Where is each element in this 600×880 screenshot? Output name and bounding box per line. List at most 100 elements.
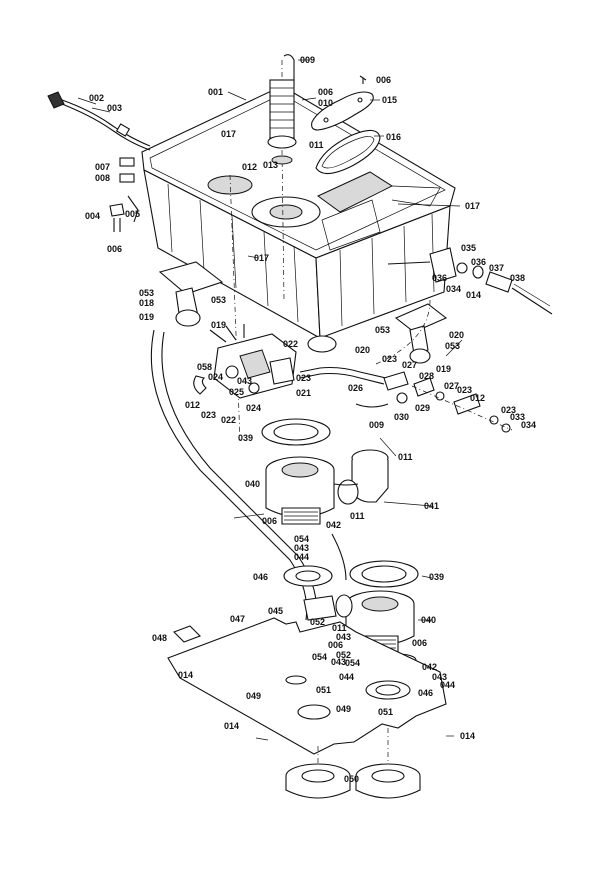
- label-014-right: 014: [466, 290, 481, 300]
- label-050: 050: [344, 774, 359, 784]
- side-fittings: [109, 157, 139, 232]
- power-cord: [47, 91, 151, 151]
- label-029: 029: [415, 403, 430, 413]
- label-043-c: 043: [336, 632, 351, 642]
- label-017-b: 017: [465, 201, 480, 211]
- label-036-b: 036: [432, 273, 447, 283]
- rubber-feet: [285, 728, 421, 799]
- label-034-top: 034: [446, 284, 461, 294]
- label-053-d: 053: [445, 341, 460, 351]
- label-034-b: 034: [521, 420, 536, 430]
- label-051-a: 051: [316, 685, 331, 695]
- label-042-b: 042: [422, 662, 437, 672]
- label-045: 045: [268, 606, 283, 616]
- label-046-b: 046: [418, 688, 433, 698]
- label-010: 010: [318, 98, 333, 108]
- label-011-c: 011: [350, 511, 365, 521]
- label-012-top: 012: [242, 162, 257, 172]
- label-041: 041: [424, 501, 439, 511]
- label-019-c: 019: [436, 364, 451, 374]
- label-054-a: 054: [294, 534, 309, 544]
- label-053-b: 053: [211, 295, 226, 305]
- label-044-a: 044: [294, 552, 309, 562]
- label-043-b: 043: [294, 543, 309, 553]
- label-009-top: 009: [300, 55, 315, 65]
- label-027-a: 027: [402, 360, 417, 370]
- label-026: 026: [348, 383, 363, 393]
- label-047: 047: [230, 614, 245, 624]
- label-052-a: 052: [310, 617, 325, 627]
- hose-lower: [150, 329, 347, 621]
- label-023-b: 023: [296, 373, 311, 383]
- label-011-b: 011: [398, 452, 413, 462]
- hose-fittings: [355, 299, 513, 433]
- label-025: 025: [229, 387, 244, 397]
- label-022-a: 022: [283, 339, 298, 349]
- label-049-a: 049: [246, 691, 261, 701]
- label-013: 013: [263, 160, 278, 170]
- label-005: 005: [125, 209, 140, 219]
- label-040-b: 040: [421, 615, 436, 625]
- label-021: 021: [296, 388, 311, 398]
- label-023-d: 023: [201, 410, 216, 420]
- label-012-c: 012: [470, 393, 485, 403]
- label-008: 008: [95, 173, 110, 183]
- label-023-e: 023: [501, 405, 516, 415]
- label-043-a: 043: [237, 376, 252, 386]
- motor-upper: [261, 418, 389, 525]
- label-007: 007: [95, 162, 110, 172]
- label-054-b: 054: [312, 652, 327, 662]
- label-036-a: 036: [471, 257, 486, 267]
- label-030: 030: [394, 412, 409, 422]
- label-022-b: 022: [221, 415, 236, 425]
- label-028: 028: [419, 371, 434, 381]
- label-006-mid: 006: [328, 640, 343, 650]
- label-023-c: 023: [457, 385, 472, 395]
- pump-cluster: [193, 324, 387, 399]
- label-035: 035: [461, 243, 476, 253]
- label-006-motor: 006: [262, 516, 277, 526]
- label-003: 003: [107, 103, 122, 113]
- label-039-a: 039: [238, 433, 253, 443]
- part-labels: 009 006 002 003 001 006 010 015 017 016 …: [85, 55, 536, 784]
- label-027-b: 027: [444, 381, 459, 391]
- label-053-a: 053: [139, 288, 154, 298]
- label-037: 037: [489, 263, 504, 273]
- label-058: 058: [197, 362, 212, 372]
- label-044-b: 044: [339, 672, 354, 682]
- label-033: 033: [510, 412, 525, 422]
- label-023-a: 023: [382, 354, 397, 364]
- label-054-c: 054: [345, 658, 360, 668]
- label-012-b: 012: [185, 400, 200, 410]
- tank-body: [141, 85, 456, 364]
- label-039-b: 039: [429, 572, 444, 582]
- right-fittings: [387, 247, 553, 315]
- leader-lines: [77, 59, 463, 741]
- label-015: 015: [382, 95, 397, 105]
- label-019-b: 019: [211, 320, 226, 330]
- label-051-b: 051: [378, 707, 393, 717]
- label-006-side: 006: [107, 244, 122, 254]
- label-009-mid: 009: [369, 420, 384, 430]
- label-044-c: 044: [440, 680, 455, 690]
- label-052-b: 052: [336, 650, 351, 660]
- label-020-b: 020: [355, 345, 370, 355]
- label-019-a: 019: [139, 312, 154, 322]
- label-043-d: 043: [331, 657, 346, 667]
- label-038: 038: [510, 273, 525, 283]
- base-plate: [167, 617, 447, 755]
- label-004: 004: [85, 211, 100, 221]
- label-006-cover: 006: [318, 87, 333, 97]
- label-053-c: 053: [375, 325, 390, 335]
- label-018: 018: [139, 298, 154, 308]
- label-016: 016: [386, 132, 401, 142]
- label-024-a: 024: [208, 372, 223, 382]
- label-049-b: 049: [336, 704, 351, 714]
- label-011-top: 011: [309, 140, 324, 150]
- label-048: 048: [152, 633, 167, 643]
- label-011-d: 011: [332, 623, 347, 633]
- label-043-e: 043: [432, 672, 447, 682]
- label-002: 002: [89, 93, 104, 103]
- label-017-a: 017: [221, 129, 236, 139]
